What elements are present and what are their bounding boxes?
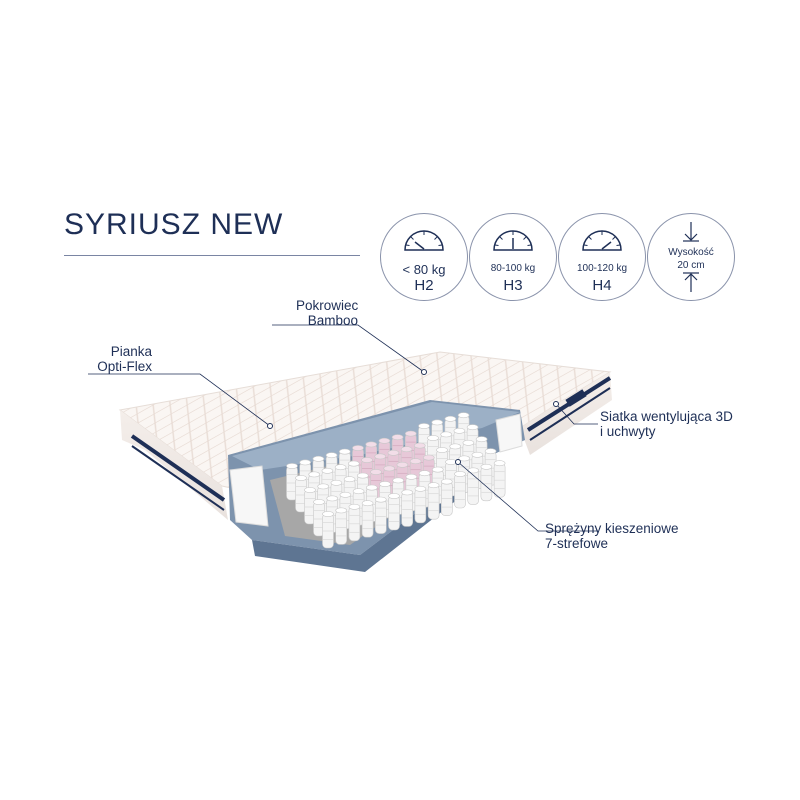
gauge-icon <box>582 230 622 251</box>
spring-pocket <box>440 478 453 516</box>
spring-pocket <box>414 485 427 524</box>
hardness-level: H4 <box>592 277 612 294</box>
gauge-icon <box>493 230 533 251</box>
spring-pocket <box>427 482 440 520</box>
weight-range: 80-100 kg <box>490 263 536 274</box>
height-arrows-icon <box>683 222 699 292</box>
weight-range: < 80 kg <box>402 262 446 277</box>
height-badge: Wysokość 20 cm <box>647 213 735 301</box>
hardness-level: H3 <box>503 277 523 294</box>
title-divider <box>64 255 360 256</box>
firmness-badge-h3: 80-100 kg H3 <box>469 213 557 301</box>
hardness-level: H2 <box>414 277 434 294</box>
height-label: Wysokość <box>668 247 714 258</box>
spring-pocket <box>388 493 400 531</box>
spring-pocket <box>335 507 348 545</box>
callout-foam-line2: Opti-Flex <box>97 359 152 374</box>
callout-foam-line1: Pianka <box>110 344 152 359</box>
callout-foam: Pianka Opti-Flex <box>88 344 152 374</box>
callout-mesh-line2: i uchwyty <box>600 424 656 439</box>
foam-insert-left <box>229 465 269 527</box>
spring-pocket <box>361 500 374 538</box>
spring-pocket <box>467 467 480 505</box>
spring-pocket <box>480 463 493 502</box>
spring-pocket <box>286 463 298 501</box>
callout-cover-line1: Pokrowiec <box>296 298 359 313</box>
spring-pocket <box>401 489 414 527</box>
callout-springs-line2: 7-strefowe <box>545 536 609 551</box>
height-value: 20 cm <box>677 260 705 271</box>
spring-pocket <box>322 511 334 549</box>
spring-pocket <box>313 499 325 537</box>
brand-tag <box>565 389 587 407</box>
callout-mesh: Siatka wentylująca 3D i uchwyty <box>600 409 733 439</box>
firmness-badge-h2: < 80 kg H2 <box>380 213 468 301</box>
gauge-icon <box>404 230 444 251</box>
callout-cover: Pokrowiec Bamboo <box>296 298 358 328</box>
spring-pocket <box>348 503 361 542</box>
firmness-badge-h4: 100-120 kg H4 <box>558 213 646 301</box>
callout-mesh-line1: Siatka wentylująca 3D <box>600 409 733 424</box>
callout-cover-line2: Bamboo <box>307 313 358 328</box>
weight-range: 100-120 kg <box>576 263 628 274</box>
side-piping <box>131 445 225 511</box>
callout-springs: Sprężyny kieszeniowe 7-strefowe <box>545 521 679 551</box>
pocket-springs <box>286 412 506 549</box>
spring-pocket <box>374 496 387 534</box>
foam-insert-right <box>495 413 523 453</box>
spring-pocket <box>454 471 466 509</box>
callout-springs-line1: Sprężyny kieszeniowe <box>545 521 679 536</box>
product-title: SYRIUSZ NEW <box>64 208 284 241</box>
spring-pocket <box>493 460 506 498</box>
side-piping <box>529 387 611 441</box>
side-piping <box>130 434 226 502</box>
